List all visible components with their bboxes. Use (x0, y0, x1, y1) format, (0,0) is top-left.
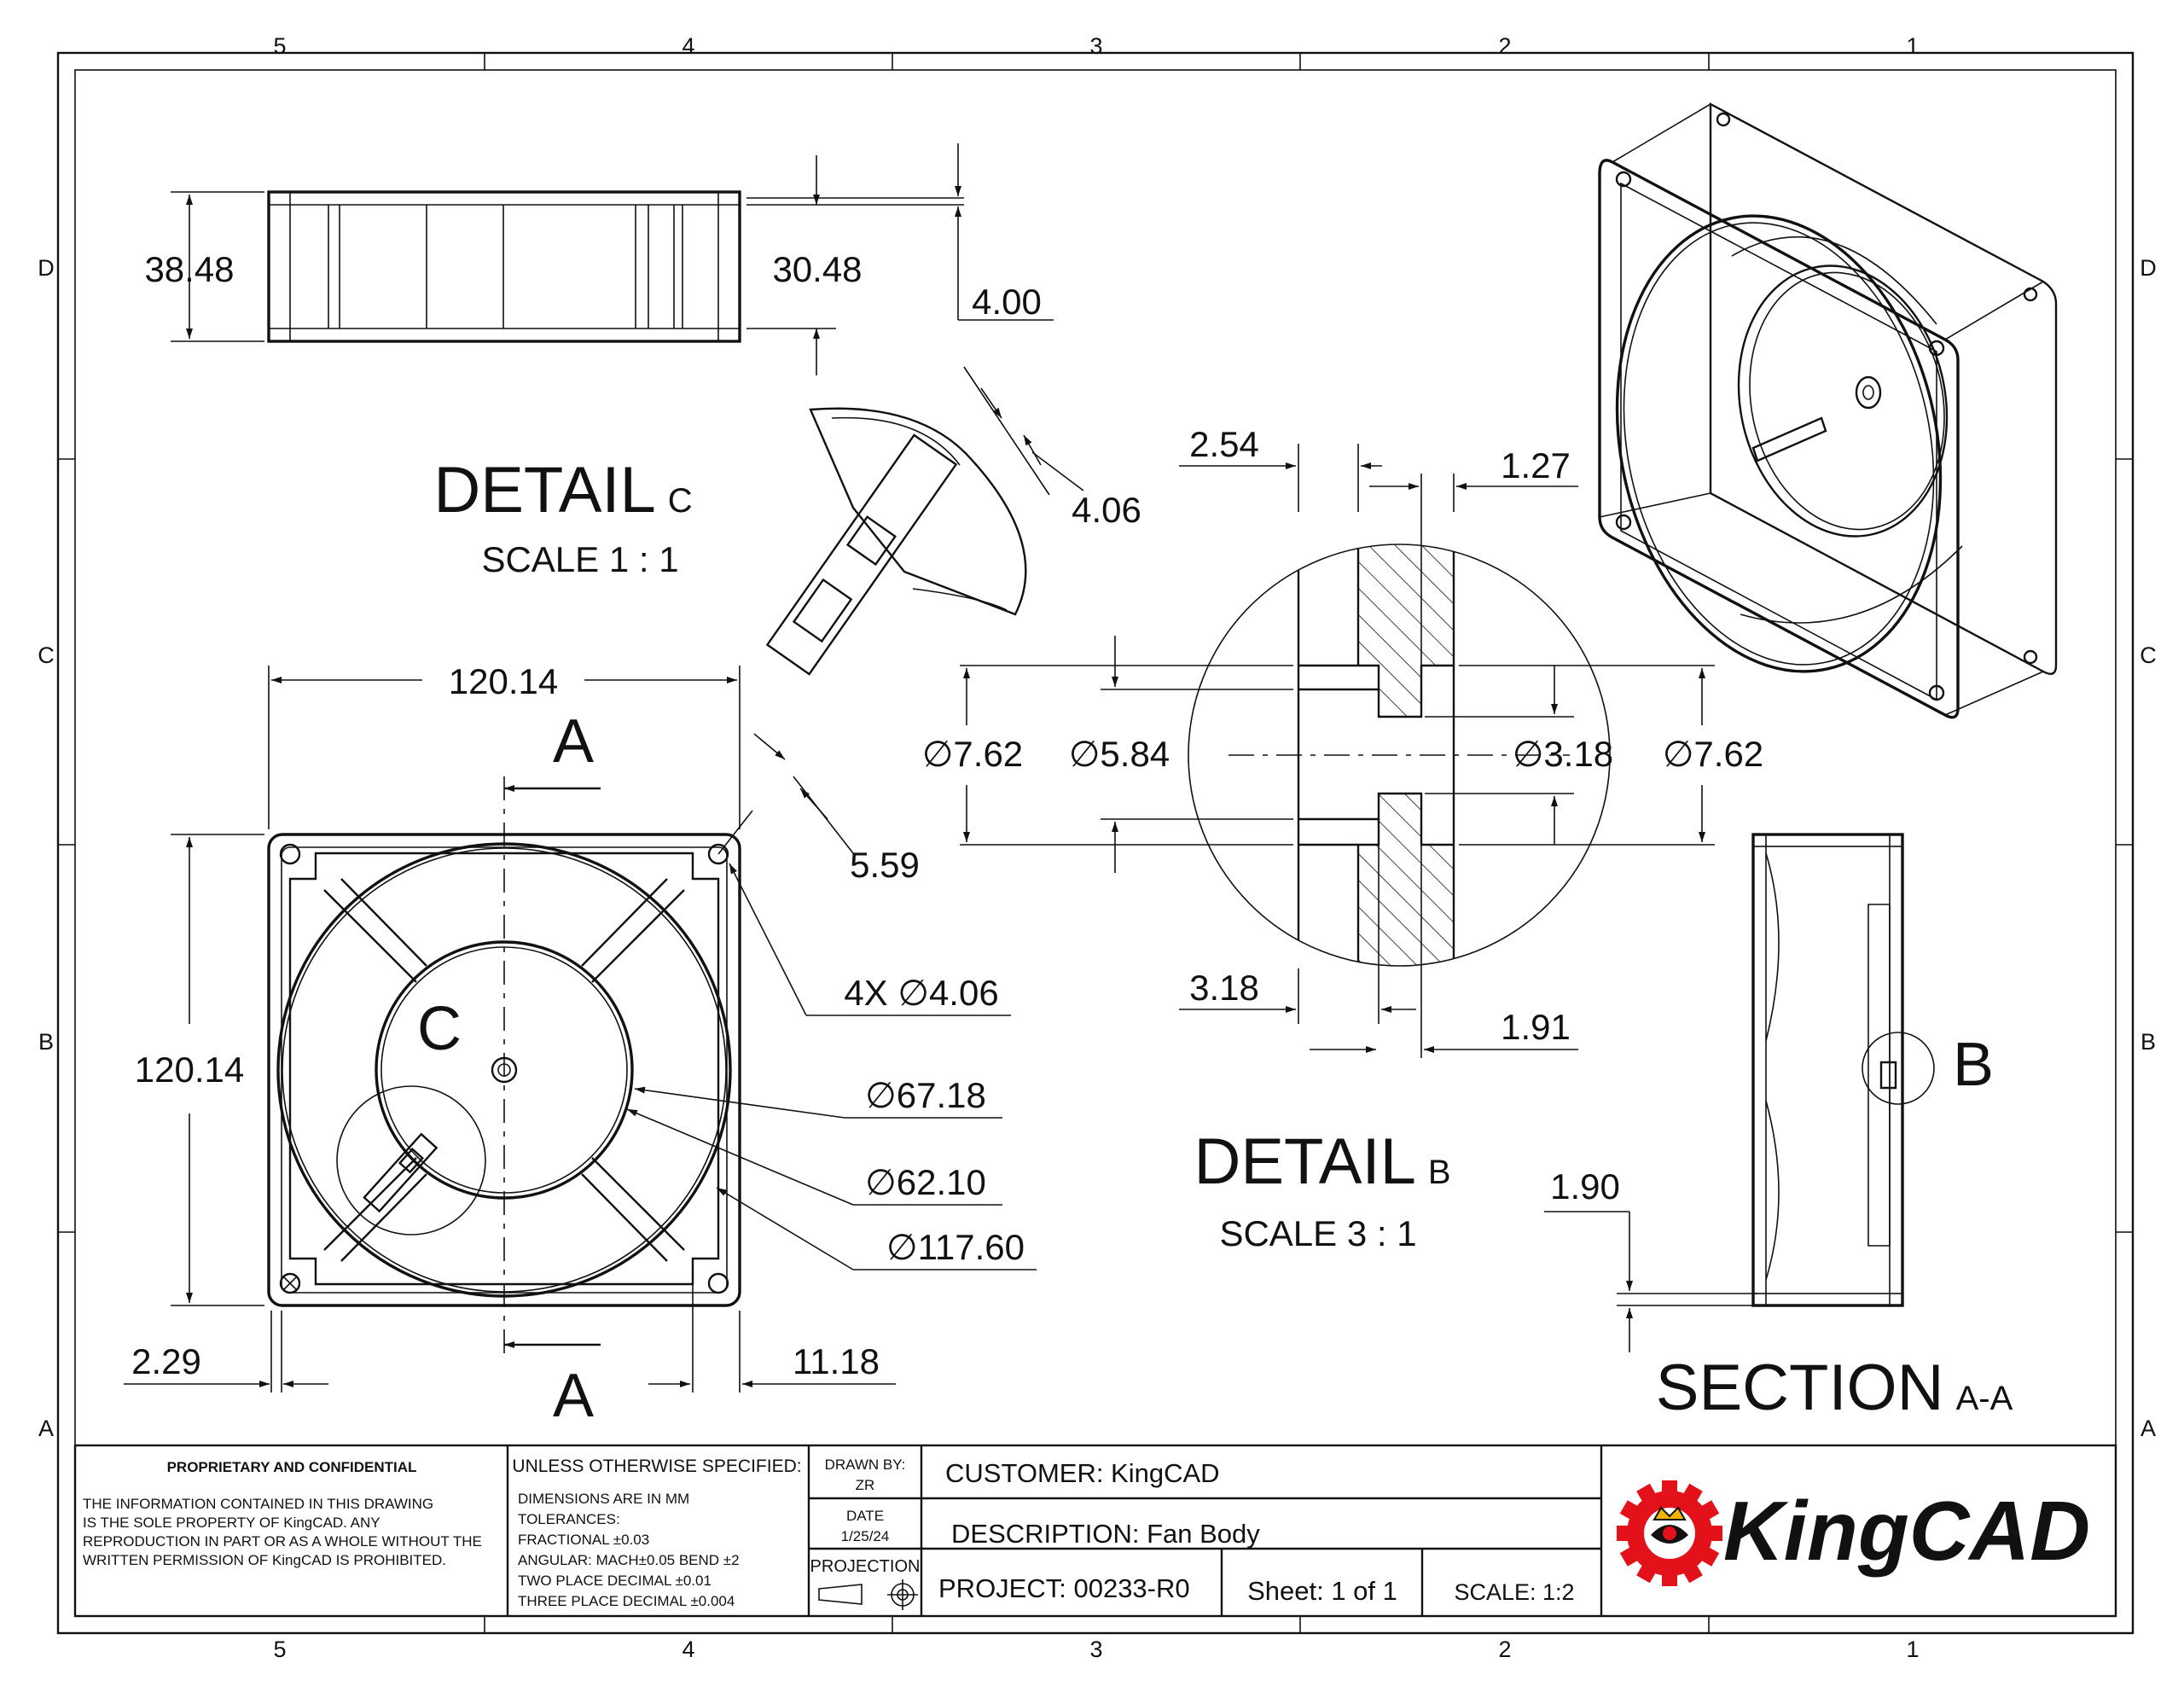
section-mark-bottom: A (553, 1362, 594, 1430)
zone-col-bottom-4: 4 (682, 1637, 694, 1662)
zone-col-bottom-1: 1 (1906, 1637, 1919, 1662)
zone-row-right-d: D (2140, 255, 2157, 281)
zone-col-top-3: 3 (1089, 33, 1102, 59)
date-label: DATE (846, 1508, 884, 1524)
date-value: 1/25/24 (841, 1528, 890, 1544)
dim-detail-b-dia-3-18: ∅3.18 (1513, 734, 1613, 774)
top-view: 38.48 30.48 4.00 (144, 143, 1054, 375)
zone-row-right-b: B (2140, 1029, 2156, 1055)
dim-detail-b-1-27: 1.27 (1501, 445, 1571, 486)
zone-row-left-c: C (38, 642, 55, 668)
dim-diameter-67: ∅67.18 (865, 1075, 986, 1115)
tolerance-line-1: DIMENSIONS ARE IN MM (518, 1491, 689, 1507)
zone-row-right-a: A (2140, 1416, 2156, 1441)
tolerance-line-3: FRACTIONAL ±0.03 (518, 1532, 649, 1548)
zone-row-left-a: A (38, 1416, 54, 1441)
dim-hole-callout: 4X ∅4.06 (844, 973, 998, 1013)
confidential-line-3: REPRODUCTION IN PART OR AS A WHOLE WITHO… (83, 1533, 482, 1550)
dim-front-height: 120.14 (135, 1050, 244, 1090)
dim-detail-b-3-18: 3.18 (1189, 968, 1259, 1008)
projection-symbol-icon (818, 1579, 918, 1610)
confidential-heading: PROPRIETARY AND CONFIDENTIAL (167, 1459, 417, 1475)
dim-detail-b-1-91: 1.91 (1501, 1007, 1571, 1047)
zone-row-left-b: B (38, 1029, 54, 1055)
zone-col-bottom-5: 5 (273, 1637, 286, 1662)
kingcad-logo: KingCAD (1617, 1480, 2090, 1586)
sheet-field: Sheet: 1 of 1 (1247, 1576, 1397, 1606)
dim-section-wall: 1.90 (1550, 1166, 1620, 1206)
detail-b-scale: SCALE 3 : 1 (1219, 1213, 1416, 1253)
kingcad-logo-text: KingCAD (1723, 1484, 2090, 1578)
dim-margin-right: 11.18 (793, 1341, 880, 1381)
zone-labels: 5 4 3 2 1 5 4 3 2 1 D C B A D C B A (38, 33, 2157, 1662)
confidential-line-1: THE INFORMATION CONTAINED IN THIS DRAWIN… (83, 1496, 433, 1512)
dim-top-offset: 4.00 (972, 282, 1042, 322)
front-view: A A C 120 (124, 661, 1037, 1430)
dim-top-height: 38.48 (144, 249, 234, 289)
dim-detail-b-2-54: 2.54 (1189, 424, 1259, 464)
unless-specified: UNLESS OTHERWISE SPECIFIED: (512, 1457, 801, 1476)
confidential-line-4: WRITTEN PERMISSION OF KingCAD IS PROHIBI… (83, 1552, 446, 1568)
detail-c-scale: SCALE 1 : 1 (481, 539, 678, 579)
dim-top-inner-height: 30.48 (772, 249, 862, 289)
dim-detail-c-slot: 4.06 (1072, 490, 1141, 530)
confidential-line-2: IS THE SOLE PROPERTY OF KingCAD. ANY (83, 1515, 380, 1531)
dim-front-width: 120.14 (449, 661, 558, 701)
drawn-by-value: ZR (856, 1477, 875, 1493)
detail-b-view: 2.54 1.27 ∅7.62 ∅5.84 ∅3.18 ∅7.62 3.18 1… (922, 424, 1763, 1253)
description-field: DESCRIPTION: Fan Body (951, 1519, 1260, 1549)
zone-row-left-d: D (38, 255, 55, 281)
dim-hole-offset: 5.59 (850, 845, 920, 885)
title-block: PROPRIETARY AND CONFIDENTIAL THE INFORMA… (73, 1444, 2117, 1618)
zone-col-top-4: 4 (682, 33, 694, 59)
dim-detail-b-dia-7-62-right: ∅7.62 (1663, 734, 1763, 774)
dim-margin-left: 2.29 (131, 1341, 201, 1381)
zone-col-top-2: 2 (1498, 33, 1511, 59)
dim-diameter-62: ∅62.10 (865, 1162, 986, 1202)
zone-col-top-5: 5 (273, 33, 286, 59)
zone-row-right-c: C (2140, 642, 2157, 668)
tolerance-line-2: TOLERANCES: (518, 1511, 620, 1527)
drawn-by-label: DRAWN BY: (825, 1457, 906, 1473)
dim-detail-b-dia-5-84: ∅5.84 (1069, 734, 1170, 774)
scale-field: SCALE: 1:2 (1454, 1579, 1574, 1605)
dim-diameter-117: ∅117.60 (886, 1227, 1025, 1267)
tolerance-line-5: TWO PLACE DECIMAL ±0.01 (518, 1573, 712, 1589)
section-mark-top: A (553, 707, 594, 776)
detail-c-mark: C (417, 995, 462, 1063)
detail-b-mark: B (1953, 1031, 1994, 1099)
tolerance-line-4: ANGULAR: MACH±0.05 BEND ±2 (518, 1552, 740, 1568)
dim-detail-b-dia-7-62-left: ∅7.62 (922, 734, 1023, 774)
zone-col-top-1: 1 (1906, 33, 1919, 59)
customer-field: CUSTOMER: KingCAD (945, 1458, 1220, 1488)
isometric-view (1598, 102, 2058, 719)
zone-col-bottom-3: 3 (1089, 1637, 1102, 1662)
project-field: PROJECT: 00233-R0 (938, 1573, 1190, 1603)
projection-label: PROJECTION (810, 1557, 921, 1576)
tolerance-line-6: THREE PLACE DECIMAL ±0.004 (518, 1593, 735, 1609)
zone-col-bottom-2: 2 (1498, 1637, 1511, 1662)
